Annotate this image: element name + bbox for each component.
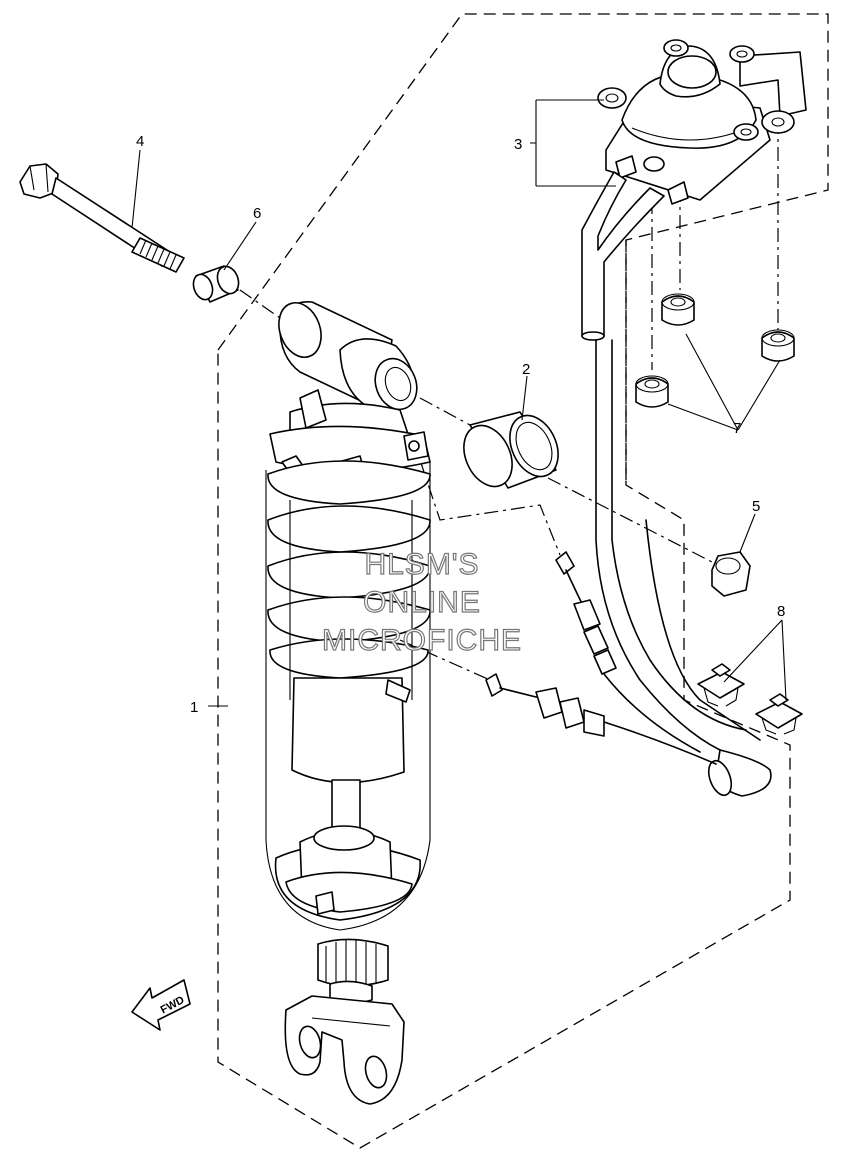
callout-7: 7 — [733, 420, 741, 437]
callout-2: 2 — [522, 361, 530, 378]
watermark-line-3: MICROFICHE — [322, 624, 522, 657]
grommets-part-7 — [635, 293, 795, 408]
shock-envelope — [265, 460, 431, 931]
nut-part-5 — [711, 551, 751, 597]
watermark: HLSM'S ONLINE MICROFICHE — [321, 547, 522, 657]
fwd-arrow-icon — [131, 979, 191, 1031]
callout-5: 5 — [752, 498, 760, 515]
callout-numbers: 1 2 3 4 5 6 7 8 — [136, 133, 785, 716]
bushing-part-2 — [463, 411, 559, 489]
callout-3: 3 — [514, 136, 522, 153]
callout-6: 6 — [253, 205, 261, 222]
assembly-boundary-lines — [217, 13, 829, 1149]
rear-shock-part-1 — [265, 301, 431, 1105]
clips-part-8 — [697, 663, 803, 735]
preload-adjuster-part-3 — [581, 39, 807, 341]
forward-direction-arrow: FWD — [131, 979, 191, 1031]
watermark-line-1: HLSM'S — [364, 548, 479, 581]
callout-4: 4 — [136, 133, 144, 150]
cable-lower — [485, 673, 717, 765]
bolt-part-4 — [19, 163, 185, 273]
callout-8: 8 — [777, 603, 785, 620]
callout-leader-lines — [131, 99, 787, 707]
collar-part-6 — [192, 265, 240, 303]
callout-1: 1 — [190, 699, 198, 716]
watermark-line-2: ONLINE — [363, 586, 481, 619]
shock-assembly-boundary — [217, 13, 829, 1149]
long-hose — [595, 339, 772, 797]
cable-upper — [555, 551, 701, 753]
